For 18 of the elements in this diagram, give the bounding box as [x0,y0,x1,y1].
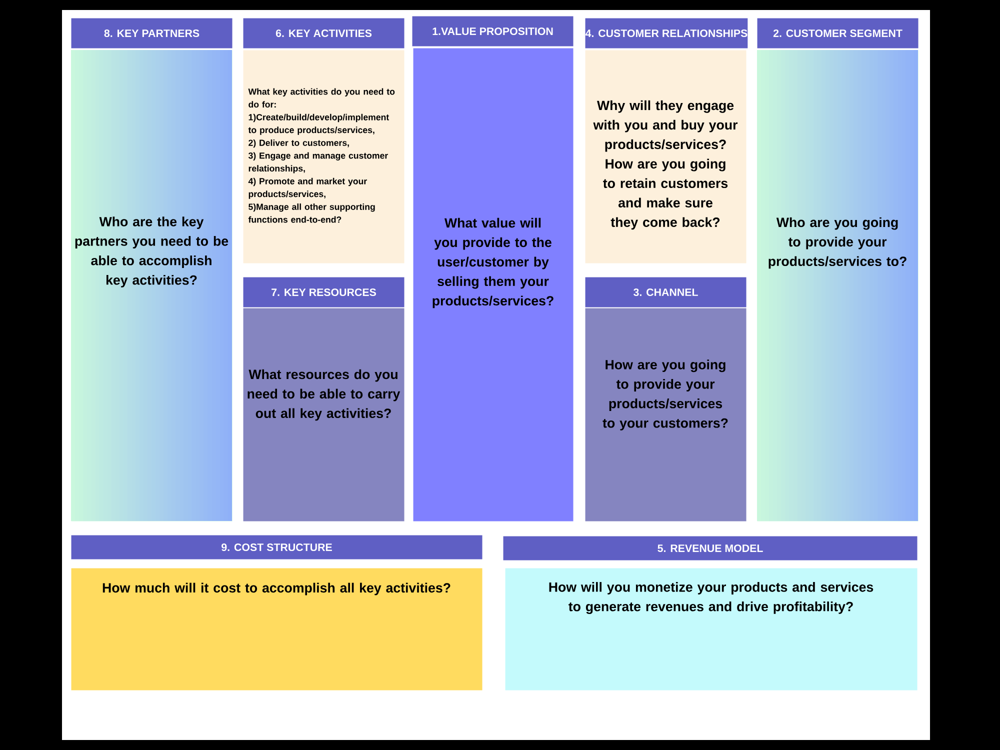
canvas-block: 9. COST STRUCTURE How much will it cost to accomplish all key activities? [71,535,482,690]
canvas-block: 5. REVENUE MODEL How will you monetize your products and services to generate revenues and drive profitability? [503,536,918,690]
node-label: 8. KEY PARTNERS [104,29,200,38]
canvas-block: 2. CUSTOMER SEGMENT Who are you going to provide your products/services to? [757,18,918,522]
canvas-block: 3. CHANNEL How are you going to provide your products/services to your customers? [585,277,746,522]
node-label: 5. REVENUE MODEL [658,544,763,552]
canvas-block: 7. KEY RESOURCES What resources do you need to be able to carry out all key activities? [243,277,404,522]
canvas-block: 4. CUSTOMER RELATIONSHIPS Why will they engage with you and buy your products/services? How are you going to retain customers and make sure they come back? [585,18,748,264]
node-label: 1.VALUE PROPOSITION [432,27,553,36]
canvas-block: 6. KEY ACTIVITIES What key activities do you need to do for: 1)Create/build/develop/implement to produce products/services, 2) Deliver to customers, 3) Engage and manage customer relationships, 4) Promote and market your products/services, 5)Manage all other supporting functions end-to-end? [243,18,404,264]
node-label: 7. KEY RESOURCES [272,288,376,296]
node-label: 6. KEY ACTIVITIES [276,29,372,38]
node-label: 9. COST STRUCTURE [222,544,332,552]
node-label: 4. CUSTOMER RELATIONSHIPS [585,29,748,38]
node-label: 2. CUSTOMER SEGMENT [773,29,902,38]
canvas-block: 8. KEY PARTNERS Who are the key partners you need to be able to accomplish key activities? [71,18,232,522]
node-label: 3. CHANNEL [634,288,698,296]
canvas-block: 1.VALUE PROPOSITION What value will you provide to the user/customer by selling them your products/services? [412,16,574,522]
